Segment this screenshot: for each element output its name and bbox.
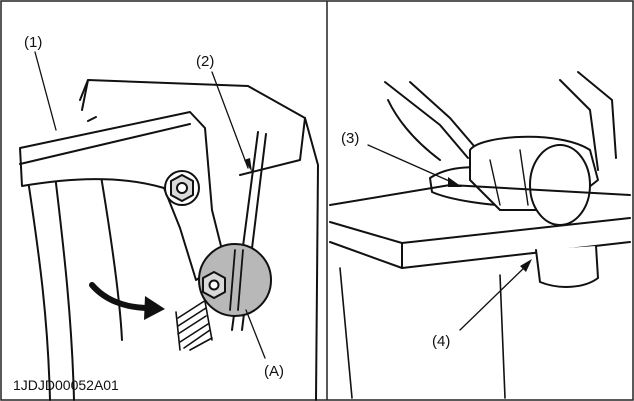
label-a: (A) — [264, 363, 284, 380]
housing-top-edge-2 — [409, 81, 475, 147]
adjust-area-highlight — [198, 243, 272, 317]
label-4: (4) — [432, 333, 450, 350]
housing-inner-edge — [239, 117, 306, 176]
lower-support — [339, 267, 506, 399]
leader-line-2 — [211, 71, 249, 169]
frame-rail-left-2 — [54, 174, 75, 401]
frame-rail-left-3 — [99, 169, 123, 341]
housing-curve — [387, 99, 441, 161]
housing-right-edge-2 — [577, 71, 617, 159]
plate-left-edge — [329, 241, 403, 269]
leader-arrow-2 — [244, 158, 252, 172]
figure-code: 1JDJD00052A01 — [13, 377, 119, 393]
bottom-part — [535, 245, 599, 288]
rod-inside-highlight — [229, 249, 244, 311]
upper-bolt — [164, 170, 200, 206]
housing-top-edge-1 — [384, 81, 469, 159]
leader-line-1 — [34, 51, 57, 131]
pedal-arm-mark — [87, 116, 97, 122]
leader-line-a — [245, 309, 266, 359]
label-3: (3) — [341, 130, 359, 147]
pedal-arm-edge — [19, 123, 191, 165]
spring — [175, 295, 213, 351]
frame-rail-left-1 — [27, 179, 51, 401]
leader-line-4 — [459, 263, 529, 331]
cylinder-end — [529, 144, 591, 226]
left-panel — [19, 51, 319, 401]
cylinder-lines — [489, 149, 529, 206]
housing-corner — [81, 79, 89, 111]
label-2: (2) — [196, 53, 214, 70]
direction-arrow-head — [144, 296, 165, 320]
leader-arrow-4 — [520, 259, 532, 272]
plate-top-front — [329, 217, 631, 244]
housing-right-edge — [559, 79, 599, 171]
leader-line-3 — [367, 144, 457, 185]
label-1: (1) — [24, 34, 42, 51]
right-panel — [329, 71, 631, 399]
direction-arrow-shaft — [89, 282, 153, 311]
lower-bolt — [202, 271, 226, 299]
leader-arrow-3 — [448, 177, 462, 187]
